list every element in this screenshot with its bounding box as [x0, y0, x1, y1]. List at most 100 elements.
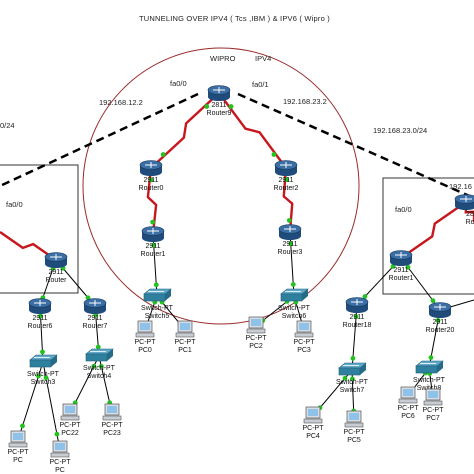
device-name: PC6 — [401, 413, 415, 420]
device-model: 2911 — [282, 241, 297, 248]
device-name: PC22 — [61, 430, 79, 437]
device-model: PC-PT — [423, 407, 445, 414]
device-model: 2811 — [211, 102, 226, 109]
pc-base — [344, 422, 364, 428]
link-status-dot — [288, 241, 294, 246]
device-name: Router2 — [274, 185, 299, 192]
switch-front — [338, 367, 361, 376]
link-status-dot — [153, 282, 159, 288]
pc-screen — [55, 443, 65, 450]
subnet-right-net-label: 192.168.23.0/24 — [373, 126, 427, 135]
device-name: Router3 — [278, 249, 303, 256]
link-router9-router0 — [150, 92, 220, 169]
link-status-dot — [20, 423, 25, 429]
router-bottom — [29, 306, 51, 314]
device-model: Switch-PT — [83, 365, 116, 372]
router-bottom — [208, 93, 230, 101]
port-left-box: fa0/0 — [6, 200, 23, 209]
device-name: Switch4 — [87, 373, 112, 380]
link-status-dot — [38, 313, 43, 319]
device-name: Switch3 — [31, 379, 56, 386]
device-model: PC-PT — [294, 339, 316, 346]
link-status-dot — [36, 373, 41, 379]
device-name: PC1 — [178, 347, 192, 354]
link-status-dot — [405, 264, 411, 270]
devices-layer: 2811Router92911Router02911Router12911Rou… — [8, 85, 474, 474]
pc-screen — [107, 406, 117, 413]
port-center-left: fa0/0 — [170, 79, 187, 88]
device-model: 2911 — [278, 177, 293, 184]
link-status-dot — [98, 363, 104, 369]
switch-side — [165, 289, 171, 301]
router-bottom — [275, 168, 297, 176]
link-status-dot — [148, 177, 154, 183]
switch-side — [360, 363, 366, 375]
device-model: PC-PT — [50, 459, 72, 466]
device-model: Switch-PT — [336, 379, 369, 386]
left-site-box — [0, 164, 79, 294]
link-router0-router1 — [146, 167, 158, 235]
link-status-dot — [286, 218, 292, 223]
router-arrows — [34, 300, 46, 306]
switch-front — [29, 359, 52, 368]
pc-base — [294, 332, 314, 338]
switch-side — [437, 361, 443, 373]
device-name: Router7 — [83, 323, 108, 330]
device-model: PC-PT — [303, 425, 325, 432]
router-bottom — [390, 258, 412, 266]
device-name: PC — [13, 457, 23, 464]
router-bottom — [84, 306, 106, 314]
router-bottom — [346, 305, 368, 313]
link-status-dot — [430, 298, 436, 304]
device-model: PC-PT — [344, 429, 366, 436]
subnet-left-net-label: 0/24 — [0, 121, 15, 130]
pc-screen — [140, 323, 150, 330]
link-status-dot — [151, 242, 157, 248]
router-arrows — [213, 87, 225, 93]
device-name: Router18 — [343, 322, 372, 329]
switch-side — [107, 349, 113, 361]
device-name: PC4 — [306, 433, 320, 440]
port-right-box: fa0/0 — [395, 205, 412, 214]
device-name: Switch6 — [282, 313, 307, 320]
router-bottom — [45, 260, 67, 268]
device-name: Router6 — [28, 323, 53, 330]
link-router-r1-router-r2 — [400, 201, 467, 259]
device-name: Router20 — [426, 327, 455, 334]
tunnel-left — [0, 92, 199, 188]
device-router_r2[interactable]: 281Rou — [454, 194, 474, 227]
pc-base — [246, 328, 266, 334]
device-model: 2911 — [87, 315, 102, 322]
port-center-right: fa0/1 — [252, 80, 269, 89]
